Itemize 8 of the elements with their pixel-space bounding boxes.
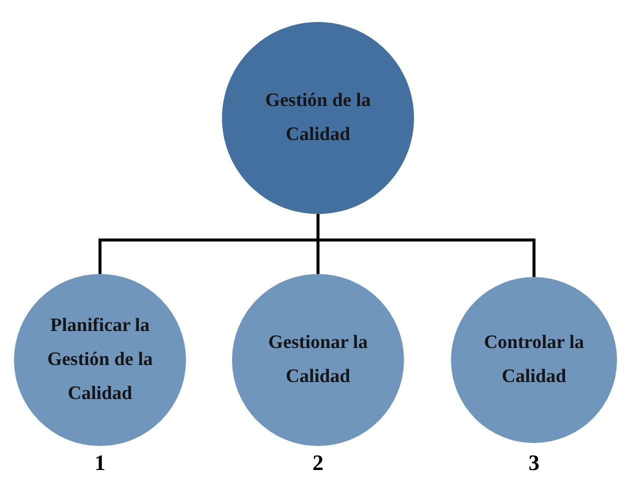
- node-label: Gestión de la Calidad: [264, 89, 372, 147]
- connector-line: [316, 214, 536, 277]
- step-number: 3: [528, 450, 540, 476]
- step-number: 1: [94, 450, 106, 476]
- node-label: Planificar la Gestión de la Calidad: [46, 314, 154, 406]
- node-label: Gestionar la Calidad: [267, 331, 369, 389]
- node-label: Controlar la Calidad: [482, 331, 586, 389]
- step-number: 2: [312, 450, 324, 476]
